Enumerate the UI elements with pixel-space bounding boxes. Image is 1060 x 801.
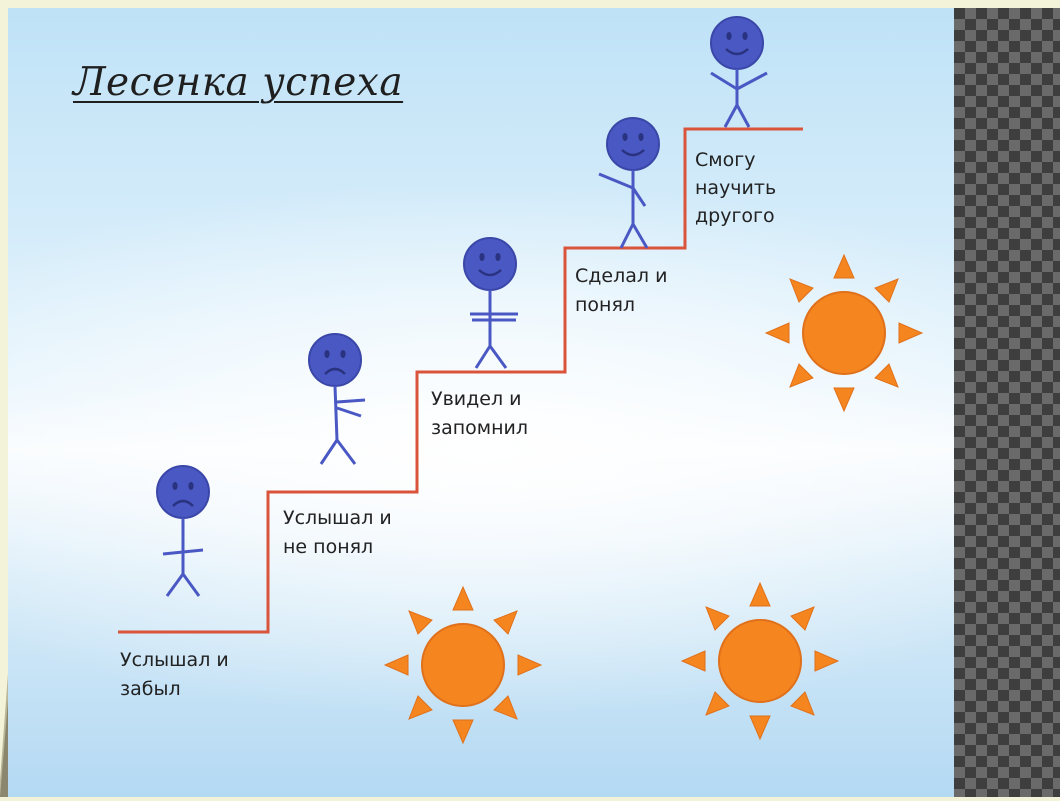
step-label: Услышал и забыл (120, 646, 229, 704)
sun-icon (383, 585, 543, 745)
stick-figure-icon (710, 16, 768, 128)
step-label-line: забыл (120, 678, 181, 700)
slide: Лесенка успеха (8, 8, 954, 797)
step-label: Сделал и понял (575, 262, 667, 320)
slide-title: Лесенка успеха (73, 60, 404, 105)
step-label: Услышал и не понял (283, 504, 392, 562)
step-label-line: Смогу (695, 149, 756, 171)
step-label: Смогу научить другого (695, 146, 776, 230)
decorative-pattern-panel (954, 8, 1060, 797)
staircase-line (118, 127, 803, 634)
step-label-line: другого (695, 205, 775, 227)
step-label: Увидел и запомнил (431, 385, 528, 443)
step-label-line: научить (695, 177, 777, 199)
sun-icon (764, 253, 924, 413)
stick-figure-icon (463, 237, 518, 369)
step-label-line: Услышал и (120, 649, 229, 671)
stick-figure-icon (308, 333, 366, 465)
step-label-line: не понял (283, 536, 374, 558)
step-label-line: Увидел и (431, 388, 522, 410)
stick-figure-icon (156, 465, 210, 597)
step-label-line: запомнил (431, 417, 529, 439)
stick-figure-icon (598, 117, 660, 249)
sun-icon (680, 581, 840, 741)
step-label-line: Услышал и (283, 507, 392, 529)
staircase-diagram (118, 16, 924, 745)
step-label-line: понял (575, 294, 636, 316)
step-label-line: Сделал и (575, 265, 668, 287)
